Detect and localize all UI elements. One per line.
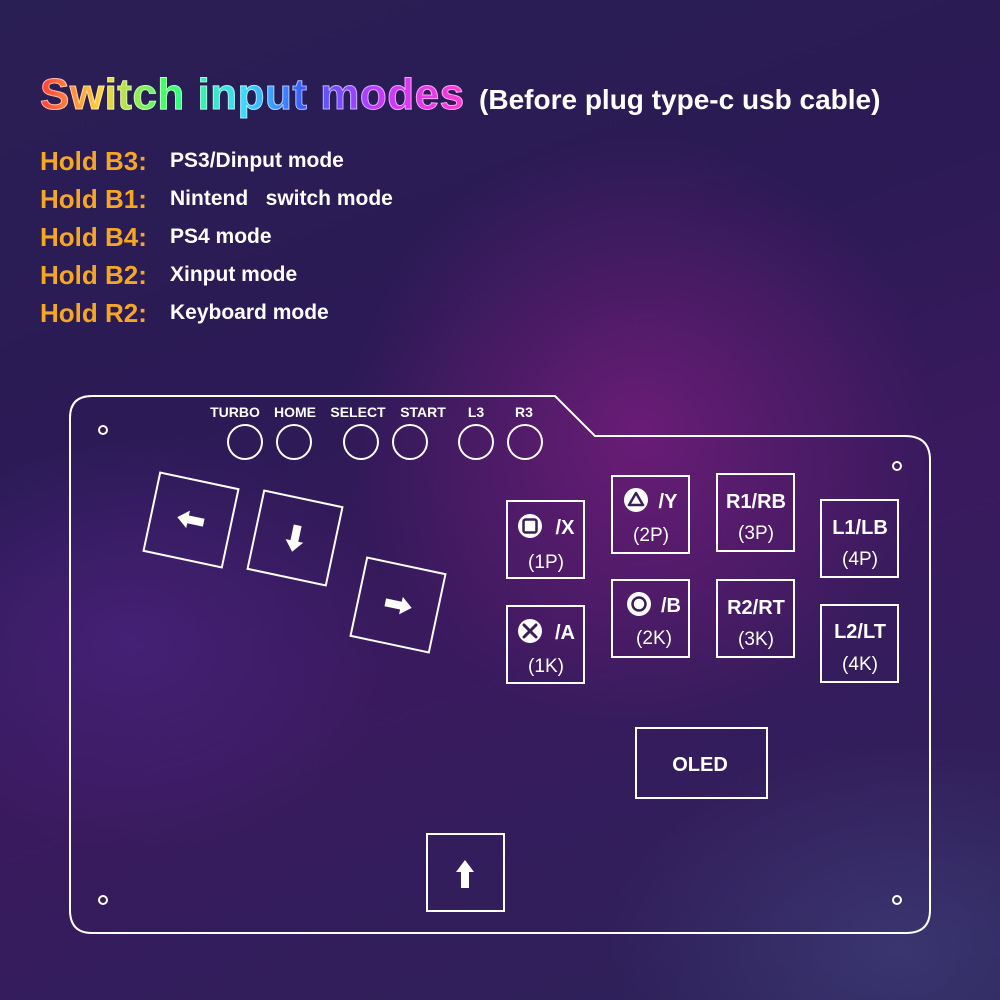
square-symbol-icon [518,514,542,538]
l3-button[interactable] [458,424,494,460]
home-button[interactable] [276,424,312,460]
mode-key: Hold B3: [40,145,147,176]
square-button[interactable]: /X (1P) [506,500,585,579]
circle-symbol-icon [627,592,651,616]
mode-desc: Xinput mode [170,263,298,286]
triangle-button[interactable]: /Y (2P) [611,475,690,554]
start-label: START [400,404,446,420]
r1-sub: (3P) [738,523,774,544]
left-button[interactable] [142,471,240,569]
l1-button[interactable]: L1/LB (4P) [820,499,899,578]
mode-item: Hold R2: Keyboard mode [40,294,393,332]
circle-label: /B [661,595,681,617]
select-button[interactable] [343,424,379,460]
cross-label: /A [555,622,575,644]
l1-sub: (4P) [842,549,878,570]
oled-display: OLED [635,727,768,799]
mount-hole [892,461,902,471]
cross-sub: (1K) [528,656,564,677]
l2-button[interactable]: L2/LT (4K) [820,604,899,683]
mode-desc: PS4 mode [170,225,272,248]
up-button[interactable] [426,833,505,912]
arrow-left-icon [177,510,205,529]
mode-item: Hold B1: Nintend switch mode [40,180,393,218]
start-button[interactable] [392,424,428,460]
arrow-up-icon [456,860,474,888]
arrow-down-icon [285,524,304,552]
page-title: Switch input modes [40,70,465,120]
r1-button[interactable]: R1/RB (3P) [716,473,795,552]
triangle-label: /Y [659,491,679,513]
circle-sub: (2K) [636,628,672,649]
r2-button[interactable]: R2/RT (3K) [716,579,795,658]
r3-button[interactable] [507,424,543,460]
mode-key: Hold B2: [40,259,147,290]
l3-label: L3 [468,404,485,420]
oled-label: OLED [672,754,728,776]
mode-list: Hold B3: PS3/Dinput mode Hold B1: Ninten… [40,142,393,332]
cross-button[interactable]: /A (1K) [506,605,585,684]
mode-key: Hold R2: [40,297,147,328]
mode-item: Hold B2: Xinput mode [40,256,393,294]
mode-item: Hold B3: PS3/Dinput mode [40,142,393,180]
home-label: HOME [274,404,316,420]
triangle-symbol-icon [624,488,648,512]
mode-key: Hold B1: [40,183,147,214]
circle-button[interactable]: /B (2K) [611,579,690,658]
r1-label: R1/RB [726,491,786,513]
turbo-label: TURBO [210,404,260,420]
turbo-button[interactable] [227,424,263,460]
mode-desc: Keyboard mode [170,301,329,324]
square-label: /X [556,517,576,539]
down-button[interactable] [246,489,344,587]
square-sub: (1P) [528,552,564,573]
right-button[interactable] [349,556,447,654]
l1-label: L1/LB [832,517,888,539]
mode-desc: PS3/Dinput mode [170,149,344,172]
mount-hole [98,895,108,905]
mode-item: Hold B4: PS4 mode [40,218,393,256]
board-outline [69,395,931,934]
mode-desc: Nintend switch mode [170,187,393,210]
r2-sub: (3K) [738,629,774,650]
r2-label: R2/RT [727,597,785,619]
r3-label: R3 [515,404,533,420]
arrow-right-icon [384,596,412,615]
mount-hole [892,895,902,905]
l2-label: L2/LT [834,621,886,643]
mount-hole [98,425,108,435]
select-label: SELECT [330,404,386,420]
mode-key: Hold B4: [40,221,147,252]
triangle-sub: (2P) [633,525,669,546]
title-row: Switch input modes (Before plug type-c u… [40,70,881,120]
page-subtitle: (Before plug type-c usb cable) [479,84,881,115]
l2-sub: (4K) [842,654,878,675]
